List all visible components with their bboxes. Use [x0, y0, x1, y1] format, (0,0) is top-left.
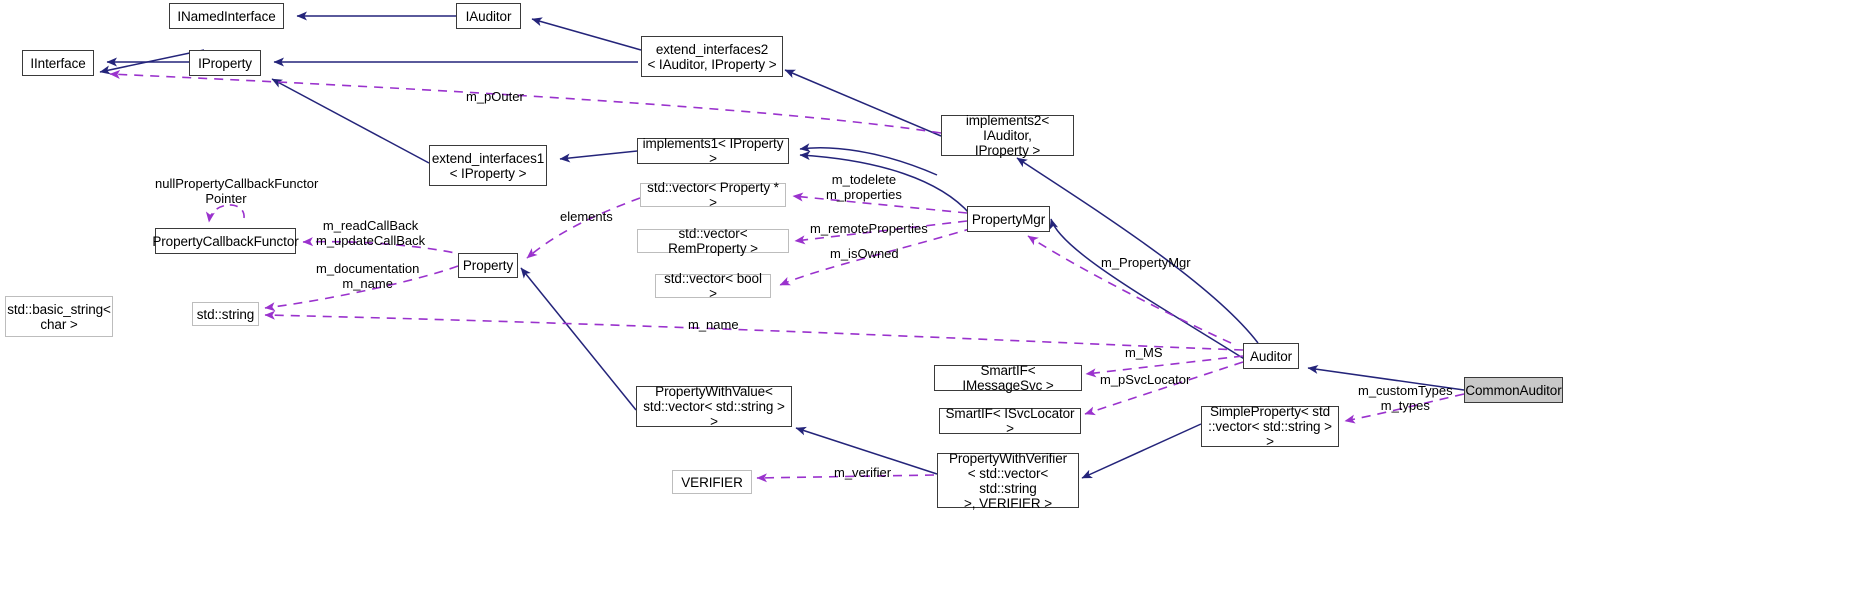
node-property[interactable]: Property [458, 253, 518, 278]
node-propertymgr[interactable]: PropertyMgr [967, 206, 1050, 232]
node-vector-property-pointer[interactable]: std::vector< Property * > [640, 180, 786, 210]
node-basic-string[interactable]: std::basic_string< char > [5, 296, 113, 337]
edge-label-elements: elements [560, 209, 613, 224]
node-extend-interfaces2[interactable]: extend_interfaces2 < IAuditor, IProperty… [641, 36, 783, 77]
node-smartif-isvclocator[interactable]: SmartIF< ISvcLocator > [939, 406, 1081, 436]
node-vector-bool[interactable]: std::vector< bool > [655, 271, 771, 301]
self-loop-edge [205, 204, 245, 223]
node-vector-remproperty[interactable]: std::vector< RemProperty > [637, 226, 789, 256]
edge-label-m-remoteproperties: m_remoteProperties [810, 221, 928, 236]
edge-label-m-verifier: m_verifier [834, 465, 892, 480]
edge-label-m-ms: m_MS [1125, 345, 1163, 360]
node-inamedinterface[interactable]: INamedInterface [169, 3, 284, 29]
node-iproperty[interactable]: IProperty [189, 50, 261, 76]
edge-label-m-todelete-m-properties: m_todelete m_properties [826, 172, 902, 202]
node-commonauditor[interactable]: CommonAuditor [1464, 377, 1563, 403]
node-verifier[interactable]: VERIFIER [672, 470, 752, 494]
edge-label-nullpropertycallbackfunctorpointer: nullPropertyCallbackFunctor Pointer [155, 176, 319, 206]
edge-label-m-isowned: m_isOwned [830, 246, 899, 261]
node-iauditor[interactable]: IAuditor [456, 3, 521, 29]
edge-label-m-readcallback-m-updatecallback: m_readCallBack m_updateCallBack [316, 218, 426, 248]
node-std-string[interactable]: std::string [192, 302, 259, 326]
node-implements1[interactable]: implements1< IProperty > [637, 136, 789, 166]
node-propertywithvalue[interactable]: PropertyWithValue< std::vector< std::str… [636, 384, 792, 429]
edge-label-m-pouter: m_pOuter [466, 89, 524, 104]
node-propertywithverifier[interactable]: PropertyWithVerifier < std::vector< std:… [937, 451, 1079, 511]
node-auditor[interactable]: Auditor [1243, 343, 1299, 369]
edge-label-m-psvclocator: m_pSvcLocator [1100, 372, 1191, 387]
edge-label-m-name: m_name [688, 317, 739, 332]
node-extend-interfaces1[interactable]: extend_interfaces1 < IProperty > [429, 145, 547, 186]
node-iinterface[interactable]: IInterface [22, 50, 94, 76]
edge-label-m-documentation-m-name: m_documentation m_name [316, 261, 420, 291]
edge-label-m-customtypes-m-types: m_customTypes m_types [1358, 383, 1453, 413]
node-implements2[interactable]: implements2< IAuditor, IProperty > [941, 113, 1074, 158]
node-simpleproperty[interactable]: SimpleProperty< std ::vector< std::strin… [1201, 404, 1339, 449]
node-smartif-imessagesvc[interactable]: SmartIF< IMessageSvc > [934, 363, 1082, 393]
edge-label-m-propertymgr: m_PropertyMgr [1101, 255, 1191, 270]
node-propertycallbackfunctor[interactable]: PropertyCallbackFunctor [152, 228, 299, 254]
